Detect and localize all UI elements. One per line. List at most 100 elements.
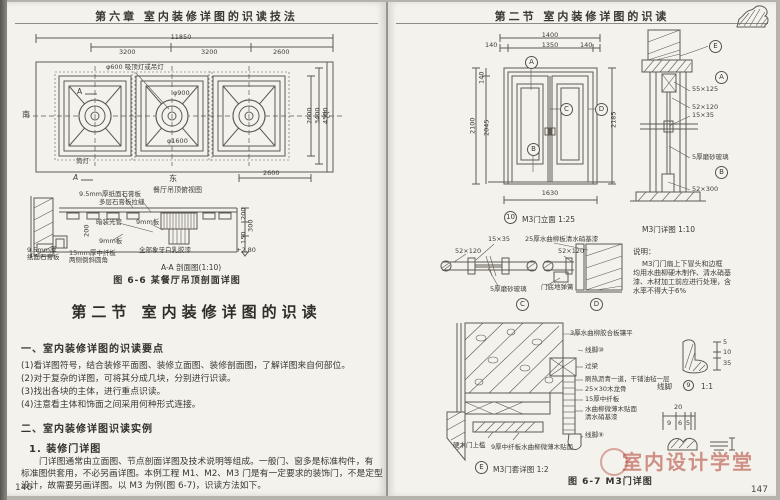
door-detail-title: 1. 装修门详图 bbox=[29, 444, 102, 455]
corner-rail-label: 硬木门上槛 bbox=[453, 441, 486, 449]
right-page-header: 第二节 室内装修详图的识读 bbox=[494, 10, 670, 23]
corner-mdf9-label: 9厚中纤板水曲柳微薄木贴面 bbox=[491, 443, 574, 451]
paragraph-line-1: 门详图通常由立面图、节点剖面详图及技术说明等组成。一般门、窗多是标准构件，有 bbox=[39, 457, 374, 467]
hsec-glass-label: 5厚磨砂玻璃 bbox=[490, 285, 527, 293]
vsec-dim-52x120: 52×120 bbox=[692, 103, 719, 111]
hsec-dim-52x120-left: 52×120 bbox=[455, 247, 482, 255]
section-gypsum-left2: 纸面石膏板 bbox=[27, 253, 60, 261]
section-rd3: 150 bbox=[239, 231, 248, 244]
page-gutter bbox=[386, 2, 388, 496]
corner-caption: M3门套详图 1:2 bbox=[493, 465, 549, 474]
plan-downlight-label: 筒灯 bbox=[76, 157, 89, 165]
chapter-molding-icon bbox=[735, 3, 771, 29]
molding-label: 线脚 bbox=[657, 382, 672, 391]
figure-6-6-caption: 图 6-6 某餐厅吊顶剖面详图 bbox=[113, 276, 241, 286]
notes-line-3: 漆、木材加工前应进行处理，含 bbox=[633, 278, 731, 286]
vsec-glass-label: 5厚磨砂玻璃 bbox=[692, 153, 729, 161]
corner-plywood-label: 3厚水曲柳胶合板镶平 bbox=[570, 329, 633, 337]
corner-joist-label: 25×30木龙骨 bbox=[585, 385, 627, 393]
section-2-title: 第二节 室内装修详图的识读 bbox=[71, 303, 322, 321]
notes-title: 说明： bbox=[633, 247, 656, 256]
watermark-text: 室内设计学堂 bbox=[622, 450, 754, 474]
elev-callout-b: B bbox=[527, 143, 540, 156]
molding-dim-10: 10 bbox=[723, 348, 732, 356]
door-vertical-section-linework bbox=[630, 29, 709, 202]
plan-bottom-dim: 2600 bbox=[263, 169, 280, 177]
section-rd1: 200 bbox=[239, 207, 248, 220]
door-vertical-section-drawing: E A 55×125 52×120 15×35 5厚磨砂玻璃 B 52×300 … bbox=[628, 24, 770, 236]
section-board9-a: 9mm板 bbox=[136, 218, 160, 226]
plan-dim-total: 11850 bbox=[170, 33, 192, 41]
door-rail-sections-linework bbox=[440, 242, 623, 293]
section-paint: 全部象牙白乳胶漆 bbox=[139, 246, 191, 254]
section-dim200: 200 bbox=[82, 224, 91, 237]
molding-dim-9: 9 bbox=[667, 419, 672, 427]
left-page-header: 第六章 室内装修详图的识读技法 bbox=[95, 10, 298, 23]
plan-south-label: 南 bbox=[22, 110, 30, 119]
elev-dim-2045: 2045 bbox=[482, 119, 491, 137]
corner-molding9-label: 线脚⑨ bbox=[585, 431, 604, 439]
hsec-ash-label: 25厚水曲柳板清水硝基漆 bbox=[525, 235, 599, 243]
elev-dim-140r: 140 bbox=[580, 41, 593, 49]
molding-scale: 1:1 bbox=[701, 382, 714, 391]
book-spine bbox=[0, 0, 7, 500]
section-subcaption: A-A 剖面图(1:10) bbox=[161, 263, 222, 272]
section-gypsum-left1: 9.5mm厚 bbox=[27, 246, 57, 254]
plan-d900: φ900 bbox=[173, 89, 190, 97]
elev-dim-1400: 1400 bbox=[541, 31, 559, 39]
plan-section-mark-bottom: A bbox=[73, 173, 79, 182]
vsec-callout-b: B bbox=[715, 166, 728, 179]
corner-veneer-label-2: 清水硝基漆 bbox=[585, 413, 618, 421]
corner-lintel-label: 过梁 bbox=[585, 362, 598, 370]
elev-callout-a: A bbox=[525, 56, 538, 69]
plan-north-label: 北 bbox=[322, 110, 330, 119]
corner-asphalt-label: 刷热沥青一道，干铺油毡一层 bbox=[585, 375, 670, 383]
example-title: 二、室内装修详图识读实例 bbox=[21, 424, 153, 435]
section-mdf2: 两侧倒斜圆角 bbox=[69, 256, 108, 264]
hsec-dim-15x35: 15×35 bbox=[488, 235, 510, 243]
corner-caption-letter: E bbox=[475, 461, 488, 474]
door-frame-corner-detail: 3厚水曲柳胶合板镶平 线脚⑩ 过梁 刷热沥青一道，干铺油毡一层 25×30木龙骨… bbox=[433, 320, 670, 474]
molding-profile-details: 5 10 35 线脚 9 1:1 20 9 6 5 bbox=[643, 326, 771, 461]
elev-callout-d: D bbox=[595, 103, 608, 116]
elev-dim-2100: 2100 bbox=[468, 117, 477, 135]
left-header-rule bbox=[15, 23, 378, 24]
paragraph-line-3: 设计，故需要另画详图。以 M3 为例(图 6-7)，识读方法如下。 bbox=[21, 481, 267, 491]
notes-line-4: 水率不得大于6% bbox=[633, 287, 687, 295]
plan-dim-a: 3200 bbox=[119, 48, 136, 56]
plan-d1600: φ1600 bbox=[167, 137, 188, 145]
key-points-title: 一、室内装修详图的识读要点 bbox=[21, 344, 164, 355]
plan-right-dim-c: 4500 bbox=[321, 107, 330, 125]
hsec-floor-spring-label: 门底地弹簧 bbox=[541, 283, 574, 291]
corner-mdf-label: 15厚中纤板 bbox=[585, 395, 620, 403]
section-seam: 多层石膏板拉缝 bbox=[99, 198, 145, 206]
molding-dim-6: 6 bbox=[678, 419, 683, 427]
elev-dim-140v: 140 bbox=[477, 71, 486, 84]
hsec-callout-c: C bbox=[516, 298, 529, 311]
molding-profile-linework bbox=[662, 339, 735, 451]
hsec-callout-d: D bbox=[590, 298, 603, 311]
section-top-label: 餐厅吊顶俯视图 bbox=[153, 186, 202, 194]
molding-dim-5b: 5 bbox=[686, 419, 691, 427]
figure-6-7-caption: 图 6-7 M3门详图 bbox=[568, 477, 653, 487]
notes-line-1: M3门门扇上下冒头和边框 bbox=[642, 260, 723, 268]
molding-number-callout: 9 bbox=[683, 380, 694, 391]
right-header-rule bbox=[396, 23, 768, 24]
elev-caption: M3门立面 1:25 bbox=[522, 215, 575, 224]
section-gypsum-top: 9.5mm厚纸面石膏板 bbox=[79, 190, 142, 198]
watermark-logo-circle bbox=[600, 448, 628, 476]
vsec-caption: M3门详图 1:10 bbox=[642, 225, 695, 234]
elev-callout-c: C bbox=[560, 103, 573, 116]
page-left: 第六章 室内装修详图的识读技法 bbox=[7, 2, 386, 496]
point-2: (2)对于复杂的详图，可将其分成几块，分别进行识读。 bbox=[21, 374, 236, 384]
hsec-dim-52x120-right: 52×120 bbox=[558, 247, 585, 255]
section-rd2: 300 bbox=[246, 219, 255, 232]
plan-section-mark-top: A bbox=[77, 87, 83, 96]
corner-molding10-label: 线脚⑩ bbox=[585, 346, 604, 354]
section-mdf1: 15mm厚中纤板 bbox=[69, 249, 116, 257]
notes-line-2: 均用水曲柳硬木制作、清水硝基 bbox=[633, 269, 731, 277]
ceiling-plan-drawing: 11850 3200 3200 2600 φ600 吸顶灯或吊灯 南 北 东 φ… bbox=[21, 33, 377, 186]
elev-dim-1630: 1630 bbox=[541, 189, 559, 197]
section-light: 暗装光管 bbox=[96, 218, 122, 226]
